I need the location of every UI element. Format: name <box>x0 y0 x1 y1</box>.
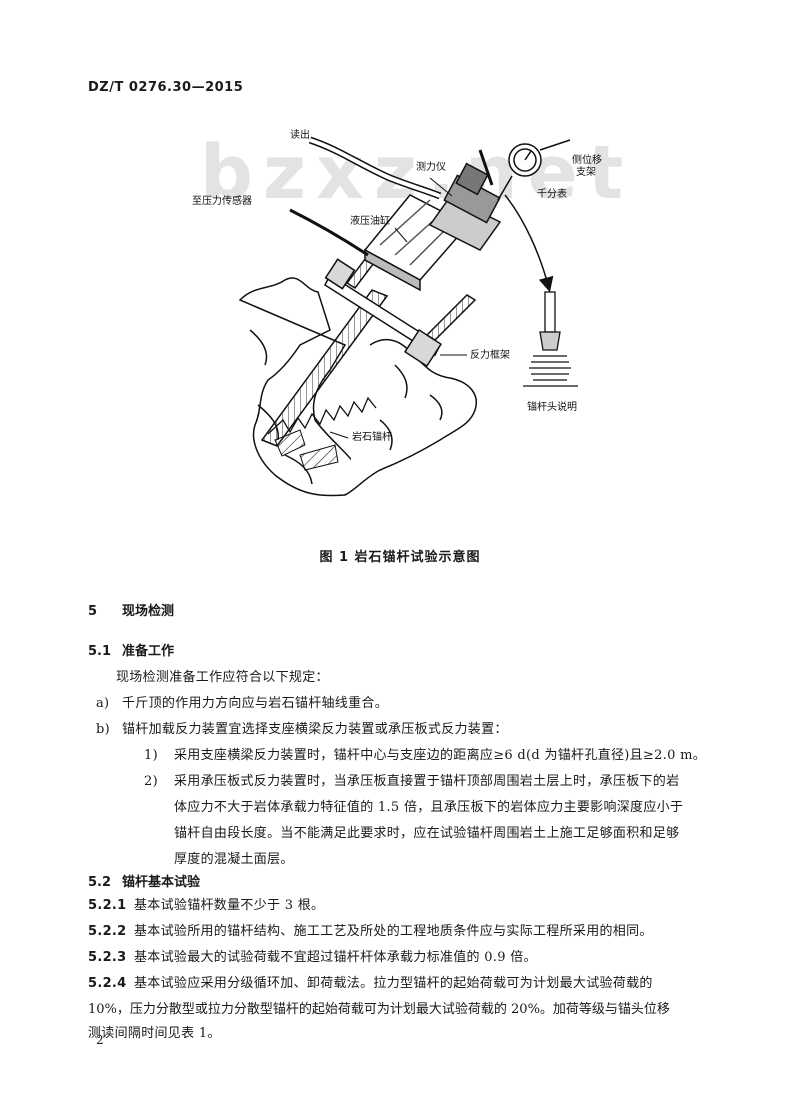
section-title: 现场检测 <box>122 604 175 619</box>
item-a: a) 千斤顶的作用力方向应与岩石锚杆轴线重合。 <box>96 691 388 717</box>
label-rock-anchor: 岩石锚杆 <box>352 430 392 443</box>
anchor-head-detail <box>523 291 578 387</box>
clause-text-line: 基本试验应采用分级循环加、卸荷载法。拉力型锚杆的起始荷载可为计划最大试验荷载的 <box>134 976 653 991</box>
clause-number: 5.2.1 <box>88 898 127 913</box>
dynamometer <box>428 149 502 251</box>
item-text: 锚杆加载反力装置宜选择支座横梁反力装置或承压板式反力装置： <box>122 722 508 737</box>
item-text-line: 采用承压板式反力装置时，当承压板直接置于锚杆顶部周围岩土层上时，承压板下的岩 <box>174 774 680 789</box>
section-number: 5.1 <box>88 644 112 659</box>
section-5-2-heading: 5.2 锚杆基本试验 <box>88 871 200 890</box>
item-b-2-line4: 厚度的混凝土面层。 <box>174 852 294 867</box>
label-side-bracket-1: 侧位移 <box>572 153 602 166</box>
anchor-rod <box>260 289 389 447</box>
clause-5-2-3: 5.2.3 基本试验最大的试验荷载不宜超过锚杆杆体承载力标准值的 0.9 倍。 <box>88 945 537 971</box>
clause-5-2-4-line2: 10%，压力分散型或拉力分散型锚杆的起始荷载可为计划最大试验荷载的 20%。加荷… <box>88 1002 670 1017</box>
item-b-2-line3: 锚杆自由段长度。当不能满足此要求时，应在试验锚杆周围岩土上施工足够面积和足够 <box>174 826 680 841</box>
item-tag: 2) <box>144 774 158 789</box>
label-anchor-head-note: 锚杆头说明 <box>527 400 577 413</box>
dial-gauge <box>497 139 571 201</box>
item-b-2-line2: 体应力不大于岩体承载力特征值的 1.5 倍，且承压板下的岩体应力主要影响深度应小… <box>174 800 684 815</box>
clause-5-2-2: 5.2.2 基本试验所用的锚杆结构、施工工艺及所处的工程地质条件应与实际工程所采用… <box>88 919 653 945</box>
section-number: 5 <box>88 604 98 619</box>
item-tag: 1) <box>144 748 158 763</box>
item-text: 采用支座横梁反力装置时，锚杆中心与支座边的距离应≥6 d(d 为锚杆孔直径)且≥… <box>174 748 707 763</box>
section-5-1-heading: 5.1 准备工作 <box>88 640 174 659</box>
clause-5-2-1: 5.2.1 基本试验锚杆数量不少于 3 根。 <box>88 893 324 919</box>
clause-number: 5.2.2 <box>88 924 127 939</box>
item-b: b) 锚杆加载反力装置宜选择支座横梁反力装置或承压板式反力装置： <box>96 717 508 743</box>
clause-5-2-4: 5.2.4 基本试验应采用分级循环加、卸荷载法。拉力型锚杆的起始荷载可为计划最大试… <box>88 971 653 997</box>
label-readout: 读出 <box>290 128 310 141</box>
label-dynamometer: 测力仪 <box>416 160 446 173</box>
rock-anchor-test-figure: 读出 测力仪 侧位移 支架 千分表 至压力传感器 液压油缸 反力框架 锚杆头说明… <box>192 128 602 497</box>
sensor-cable <box>289 208 369 257</box>
figure-caption: 图 1 岩石锚杆试验示意图 <box>319 550 481 565</box>
label-reaction-frame: 反力框架 <box>470 348 510 361</box>
clause-text: 基本试验最大的试验荷载不宜超过锚杆杆体承载力标准值的 0.9 倍。 <box>134 950 537 965</box>
item-tag: b) <box>96 722 110 737</box>
document-code-header: DZ/T 0276.30—2015 <box>88 80 244 95</box>
item-text: 千斤顶的作用力方向应与岩石锚杆轴线重合。 <box>122 696 389 711</box>
section-5-heading: 5 现场检测 <box>88 600 174 619</box>
label-to-pressure-sensor: 至压力传感器 <box>192 194 252 207</box>
clause-text: 基本试验所用的锚杆结构、施工工艺及所处的工程地质条件应与实际工程所采用的相同。 <box>134 924 653 939</box>
label-side-bracket-2: 支架 <box>576 166 596 178</box>
section-number: 5.2 <box>88 875 112 890</box>
paragraph-5-1-intro: 现场检测准备工作应符合以下规定： <box>116 670 329 685</box>
label-dial-gauge: 千分表 <box>537 187 567 200</box>
label-hydraulic-cylinder: 液压油缸 <box>350 214 390 227</box>
clause-number: 5.2.4 <box>88 976 127 991</box>
section-title: 锚杆基本试验 <box>122 875 201 890</box>
clause-number: 5.2.3 <box>88 950 127 965</box>
page-number: 2 <box>96 1033 104 1047</box>
clause-5-2-4-line3: 测读间隔时间见表 1。 <box>88 1026 221 1041</box>
clause-text: 基本试验锚杆数量不少于 3 根。 <box>134 898 325 913</box>
item-b-2: 2) 采用承压板式反力装置时，当承压板直接置于锚杆顶部周围岩土层上时，承压板下的岩 <box>144 769 679 795</box>
detail-arrow <box>504 194 554 293</box>
section-title: 准备工作 <box>122 644 175 659</box>
item-b-1: 1) 采用支座横梁反力装置时，锚杆中心与支座边的距离应≥6 d(d 为锚杆孔直径)… <box>144 743 706 769</box>
item-tag: a) <box>96 696 110 711</box>
